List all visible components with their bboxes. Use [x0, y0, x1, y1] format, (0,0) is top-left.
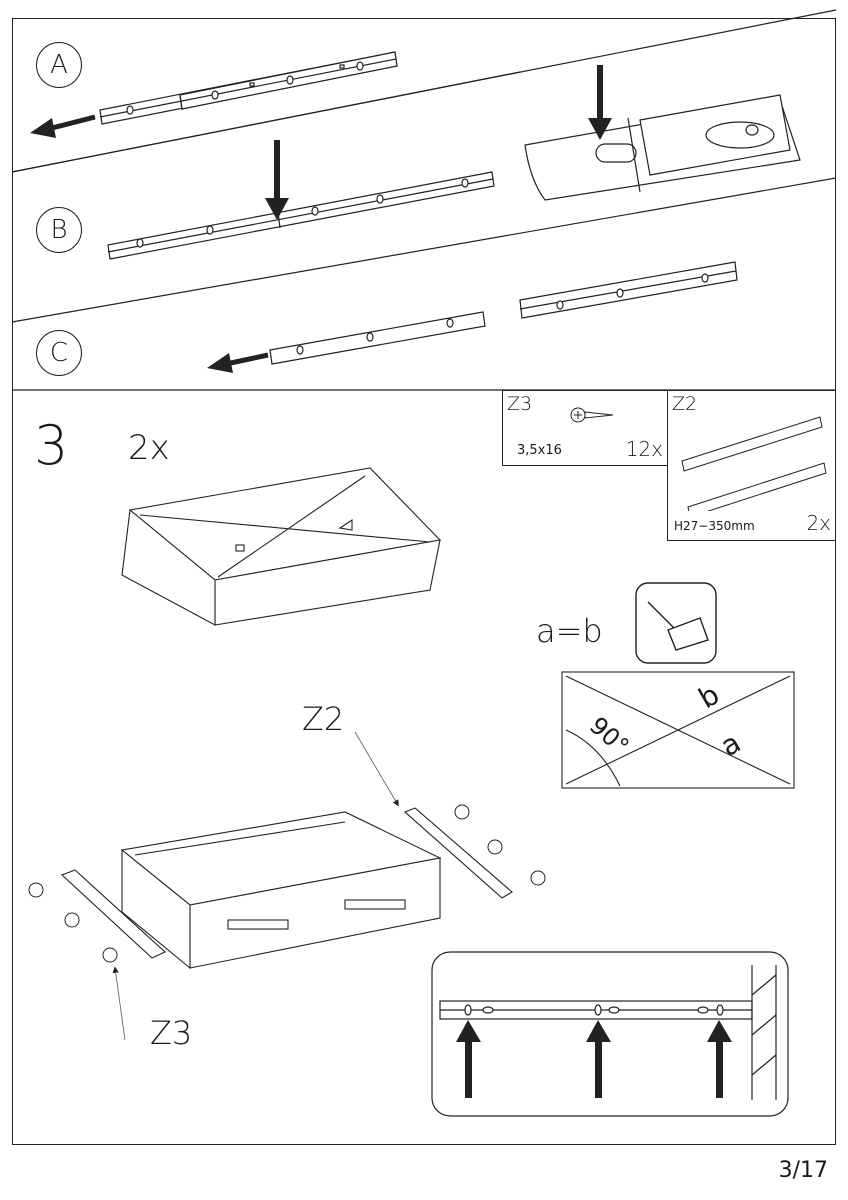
- drawer-assembly: [120, 811, 442, 970]
- step-a-badge: A: [36, 42, 82, 88]
- step-c-badge: C: [36, 330, 82, 376]
- latch-detail: [524, 94, 801, 201]
- part-qty-z3: 12x: [625, 437, 663, 461]
- callout-z3: Z3: [150, 1014, 193, 1052]
- drawer-frame-top: [121, 467, 442, 626]
- step-number: 3: [34, 414, 69, 477]
- rail-zoom-detail: [431, 951, 789, 1117]
- diagonal-check-diagram: [561, 671, 795, 789]
- arrow-pull-c: [207, 352, 269, 373]
- part-code-z2: Z2: [672, 393, 698, 415]
- part-qty-z2: 2x: [806, 511, 831, 535]
- part-box-z3: Z3 3,5x16 12x: [502, 390, 668, 466]
- part-size-z3: 3,5x16: [517, 443, 562, 458]
- arrow-pull-a: [30, 114, 96, 138]
- screw-icon: [570, 407, 614, 423]
- rail-pair-icon: [681, 416, 827, 511]
- step-a-label: A: [50, 50, 68, 80]
- step-b-badge: B: [36, 207, 82, 253]
- page-frame: [12, 18, 836, 1145]
- rail-c-inner: [269, 311, 486, 365]
- rail-b: [107, 171, 495, 260]
- arrow-press-b: [265, 140, 289, 220]
- step-quantity: 2x: [128, 428, 170, 468]
- leader-lines: [112, 731, 399, 1041]
- rail-c-outer: [519, 261, 738, 319]
- screws: [28, 804, 546, 963]
- rail-a: [99, 51, 398, 125]
- part-code-z3: Z3: [507, 393, 533, 415]
- side-rail-left: [60, 869, 166, 959]
- step-b-label: B: [50, 215, 68, 245]
- part-size-z2: H27−350mm: [674, 519, 755, 533]
- page-number: 3/17: [778, 1158, 828, 1183]
- part-box-z2: Z2 H27−350mm 2x: [667, 390, 836, 541]
- step-c-label: C: [49, 338, 69, 368]
- square-tool-icon: [635, 582, 717, 664]
- equal-diagonals-note: a=b: [536, 612, 603, 650]
- arrow-press-detail: [588, 65, 612, 140]
- side-rail-right: [403, 807, 513, 899]
- callout-z2: Z2: [302, 700, 345, 738]
- zoom-arrows: [456, 1020, 732, 1098]
